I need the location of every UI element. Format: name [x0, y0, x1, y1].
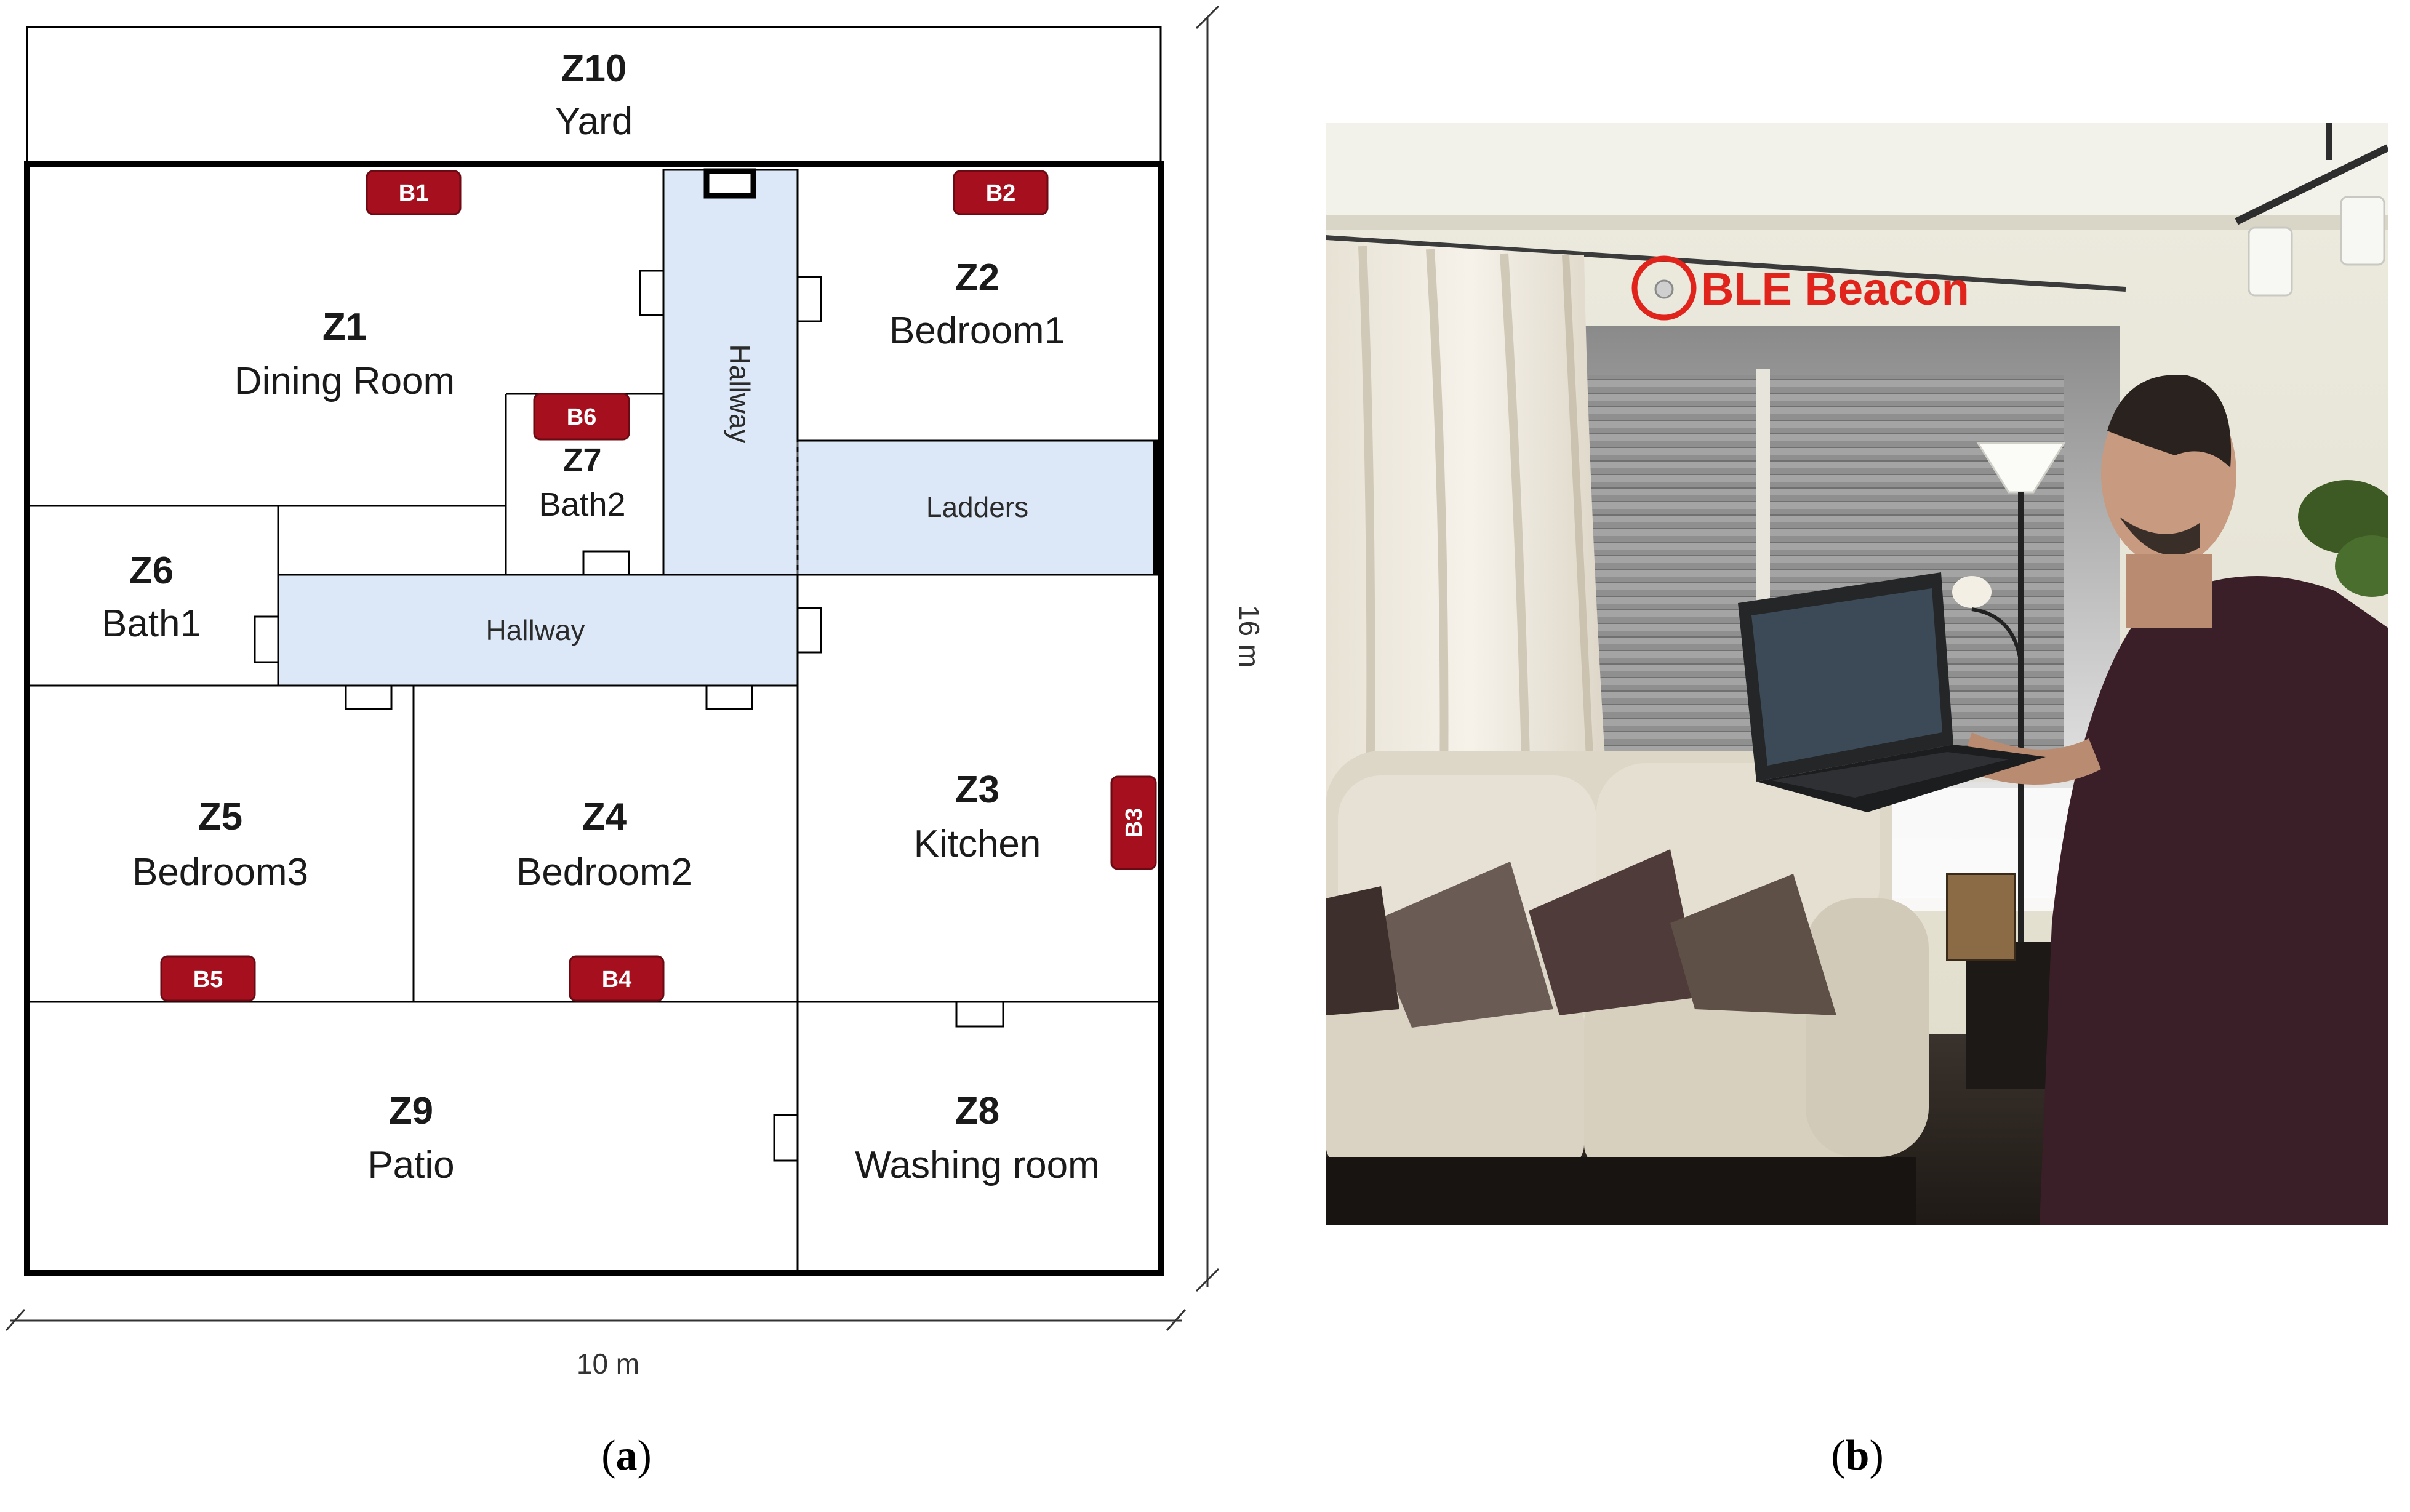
zone-name-bath1: Bath1 — [102, 602, 201, 645]
beacon-b5: B5 — [160, 955, 256, 1002]
zone-code-z10: Z10 — [561, 47, 627, 90]
zone-code-z2: Z2 — [955, 257, 999, 299]
caption-b: (b) — [1831, 1432, 1884, 1479]
hallway-join-cover — [665, 576, 796, 684]
door — [582, 550, 630, 576]
hallway-vertical-label: Hallway — [724, 344, 756, 443]
zone-code-z4: Z4 — [582, 796, 627, 838]
door — [773, 1114, 799, 1162]
door — [639, 270, 665, 316]
curtain-rod — [1326, 235, 2126, 292]
caption-b-letter: b — [1846, 1432, 1870, 1479]
dimension-lines — [5, 5, 1220, 1331]
zone-code-z6: Z6 — [129, 550, 174, 592]
plant — [2298, 480, 2388, 597]
ble-beacon-device — [1654, 279, 1674, 299]
beacon-b4: B4 — [569, 955, 665, 1002]
door — [345, 684, 393, 710]
door — [703, 168, 756, 199]
floorplan-panel: Z10 Yard Z1 Dining Room Z2 Bedroom1 Z7 B… — [5, 5, 1265, 1380]
ladders-area — [796, 439, 1162, 576]
beacon-b2-label: B2 — [986, 180, 1016, 206]
zone-name-bedroom2: Bedroom2 — [516, 851, 692, 894]
zone-name-bedroom3: Bedroom3 — [132, 851, 308, 894]
beacon-b6-label: B6 — [567, 404, 597, 430]
beacon-b3-label: B3 — [1121, 808, 1147, 838]
zone-code-z3: Z3 — [955, 769, 999, 811]
interior-walls — [27, 393, 1161, 1273]
door — [796, 607, 822, 654]
door — [254, 615, 279, 663]
ladders-label: Ladders — [926, 491, 1028, 523]
door — [796, 276, 822, 322]
zone-name-washing-room: Washing room — [855, 1144, 1099, 1186]
beacon-markers: B1 B2 B3 B4 B5 B6 — [160, 170, 1157, 1002]
ble-beacon-highlight-circle — [1631, 255, 1697, 321]
beacon-b6: B6 — [533, 393, 630, 441]
beacon-b2: B2 — [953, 170, 1049, 215]
laptop — [1738, 572, 2046, 812]
height-dimension-label: 16 m — [1233, 605, 1265, 668]
beacon-b5-label: B5 — [193, 967, 223, 993]
beacon-b1: B1 — [366, 170, 462, 215]
cushions — [1326, 849, 1836, 1028]
doors — [254, 168, 1004, 1162]
zone-name-bedroom1: Bedroom1 — [889, 310, 1065, 352]
beacon-b4-label: B4 — [602, 967, 632, 993]
zone-code-z8: Z8 — [955, 1090, 999, 1132]
zone-code-z5: Z5 — [198, 796, 242, 838]
caption-a-letter: a — [616, 1432, 638, 1479]
living-room-photo: BLE Beacon — [1326, 123, 2388, 1225]
caption-a: (a) — [601, 1432, 652, 1479]
zone-code-z9: Z9 — [389, 1090, 433, 1132]
hallway-horizontal-label: Hallway — [486, 614, 585, 646]
photo-frame: BLE Beacon — [1326, 123, 2388, 1225]
zone-code-z7: Z7 — [562, 442, 601, 479]
zone-name-bath2: Bath2 — [538, 486, 625, 523]
door — [705, 684, 753, 710]
zone-name-kitchen: Kitchen — [914, 823, 1041, 865]
door — [955, 1001, 1004, 1028]
beacon-b1-label: B1 — [399, 180, 429, 206]
house-outer-wall — [24, 161, 1164, 1276]
zone-code-z1: Z1 — [322, 306, 367, 348]
width-dimension-label: 10 m — [577, 1348, 639, 1380]
zone-name-yard: Yard — [555, 100, 633, 143]
zone-name-patio: Patio — [367, 1144, 454, 1186]
zone-name-dining-room: Dining Room — [234, 360, 455, 402]
ceiling-lamp — [2235, 123, 2388, 297]
beacon-b3: B3 — [1110, 775, 1157, 870]
ble-beacon-annotation: BLE Beacon — [1701, 263, 1969, 314]
